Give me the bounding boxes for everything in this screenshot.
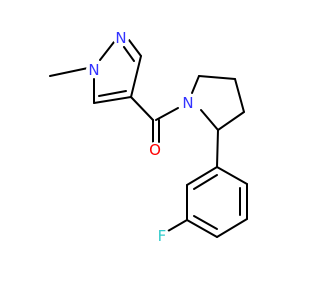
bond-n2-c3-inner <box>123 46 135 62</box>
bond-c3-c4-pyr <box>234 78 245 113</box>
atom-labels: N N N O F <box>86 29 196 245</box>
atom-n-pyrrolidine: N <box>180 94 196 112</box>
bond-c4-carbonyl <box>130 96 154 121</box>
bond-c4-c5-pyr <box>198 75 236 80</box>
atom-o-carbonyl: O <box>147 141 163 159</box>
label-o-carbonyl: O <box>149 141 161 159</box>
bonds <box>49 39 248 238</box>
label-n-methyl: N <box>88 61 99 79</box>
bond-ph-4 <box>186 219 218 238</box>
bond-c3-c4 <box>130 55 142 98</box>
bond-c-f <box>167 219 188 232</box>
label-n-pyrrolidine: N <box>182 94 193 112</box>
atom-f-aryl: F <box>154 227 170 245</box>
bond-ph-6 <box>186 166 218 186</box>
atom-n-methyl: N <box>86 61 102 79</box>
molecule-canvas: N N N O F <box>49 29 248 245</box>
bond-c4-c5-inner <box>98 90 127 97</box>
bond-c2-c3 <box>217 111 245 131</box>
label-n-pyrazole: N <box>115 29 126 47</box>
bond-ph-4-inner <box>193 215 218 230</box>
label-f-aryl: F <box>158 227 167 245</box>
bond-methyl-n <box>49 67 89 77</box>
molecule-structure: N N N O F <box>49 29 248 245</box>
bond-c2-phenyl <box>216 129 219 168</box>
atom-n-pyrazole: N <box>113 29 129 47</box>
bond-n2-c3 <box>128 39 142 57</box>
bond-c4-c5 <box>93 96 132 104</box>
bond-n-c2 <box>200 109 219 131</box>
bond-n1-n2 <box>99 41 115 61</box>
bond-carbonyl-n <box>155 107 179 121</box>
bond-c5-n-pyr <box>191 75 200 94</box>
bond-ph-6-inner <box>193 174 218 190</box>
bond-ph-1 <box>216 166 248 185</box>
bond-ph-3 <box>216 218 248 238</box>
